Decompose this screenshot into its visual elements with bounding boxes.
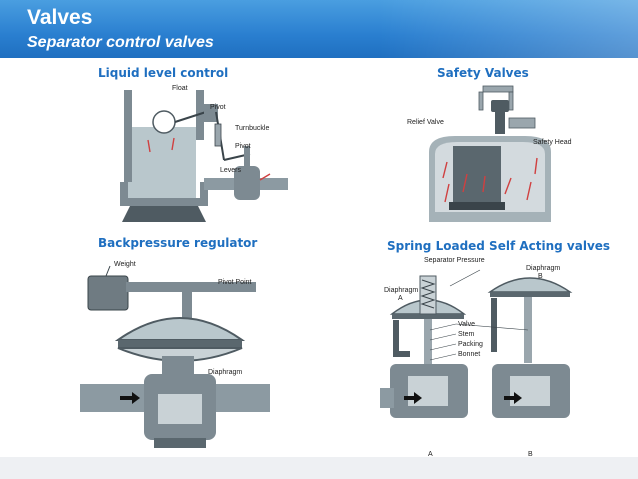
label-b-bottom: B (528, 451, 533, 458)
caption-safety-valves: Safety Valves (437, 66, 529, 80)
label-pivot-point: Pivot Point (218, 279, 252, 286)
label-weight: Weight (114, 261, 136, 268)
label-pivot-1: Pivot (210, 104, 226, 111)
label-float: Float (172, 85, 188, 92)
liquid-level-diagram: Float Pivot Turnbuckle Pivot Levers (120, 85, 288, 222)
label-valve: Valve (458, 321, 475, 328)
slide-header: Valves Separator control valves (0, 0, 638, 58)
label-diaphragm-a: Diaphragm (384, 287, 418, 294)
label-diaphragm-b: Diaphragm (526, 265, 560, 272)
label-a-top: A (398, 295, 403, 302)
spring-valves-diagram: Separator Pressure Diaphragm B Diaphragm… (380, 257, 573, 458)
label-levers: Levers (220, 167, 242, 174)
label-diaphragm: Diaphragm (208, 369, 242, 376)
header-shine (378, 0, 638, 58)
label-b-top: B (538, 273, 543, 280)
label-turnbuckle: Turnbuckle (235, 125, 269, 132)
safety-valves-diagram: Relief Valve Safety Head (407, 85, 572, 222)
slide-subtitle: Separator control valves (27, 34, 214, 51)
label-pivot-2: Pivot (235, 143, 251, 150)
label-relief-valve: Relief Valve (407, 119, 444, 126)
slide-title: Valves (27, 6, 93, 29)
slide-footer-bar (0, 457, 638, 479)
backpressure-diagram: Weight Pivot Point Diaphragm (80, 261, 270, 448)
caption-spring-loaded: Spring Loaded Self Acting valves (387, 239, 611, 253)
caption-backpressure: Backpressure regulator (98, 236, 258, 250)
label-stem: Stem (458, 331, 475, 338)
label-safety-head: Safety Head (533, 139, 572, 146)
label-bonnet: Bonnet (458, 351, 480, 358)
label-packing: Packing (458, 341, 483, 348)
label-separator-pressure: Separator Pressure (424, 257, 485, 264)
label-a-bottom: A (428, 451, 433, 458)
caption-liquid-level: Liquid level control (98, 66, 229, 80)
